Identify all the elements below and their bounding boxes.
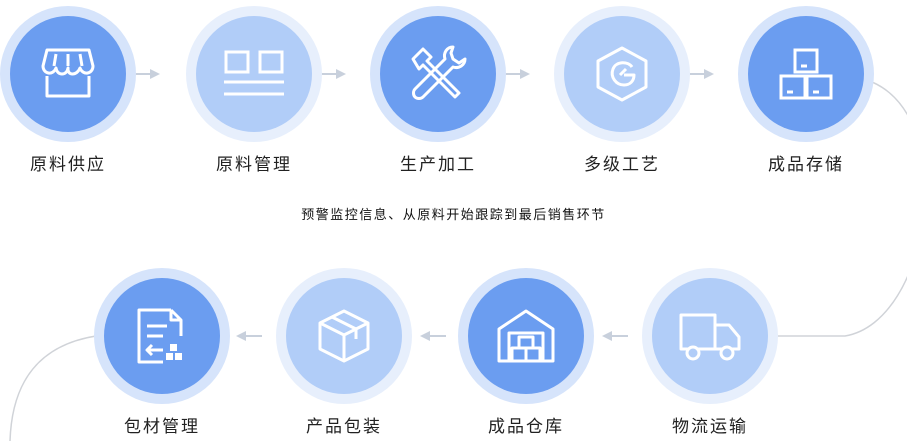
- step-label-3: 生产加工: [400, 155, 476, 175]
- arrow-right-4: [688, 69, 714, 79]
- grid-list-icon: [224, 50, 284, 96]
- step-label-2: 原料管理: [216, 155, 292, 175]
- step-packaging-material-management: [92, 266, 232, 406]
- step-raw-material-management: [184, 4, 324, 144]
- flow-curve-right: [770, 81, 907, 337]
- arrow-left-2: [420, 331, 446, 341]
- storefront-icon: [41, 48, 95, 98]
- hammer-wrench-icon: [411, 45, 467, 100]
- step-label-9: 包材管理: [124, 417, 200, 437]
- flow-caption: 预警监控信息、从原料开始跟踪到最后销售环节: [301, 208, 606, 223]
- step-label-4: 多级工艺: [584, 155, 660, 175]
- document-list-icon: [137, 308, 183, 364]
- arrow-right-1: [134, 69, 160, 79]
- stacked-boxes-icon: [779, 48, 833, 100]
- arrow-left-1: [602, 331, 628, 341]
- step-multilevel-process: [552, 4, 692, 144]
- step-label-5: 成品存储: [768, 155, 844, 175]
- arrow-right-3: [504, 69, 530, 79]
- step-label-1: 原料供应: [30, 155, 106, 175]
- step-finished-warehouse: [456, 266, 596, 406]
- step-raw-material-supply: [0, 4, 138, 144]
- step-label-8: 产品包装: [306, 417, 382, 437]
- arrow-left-3: [236, 331, 262, 341]
- step-finished-storage: [736, 4, 876, 144]
- hexagon-logo-icon: [596, 46, 648, 102]
- step-label-6: 物流运输: [672, 417, 748, 437]
- step-logistics: [640, 266, 780, 406]
- warehouse-icon: [497, 309, 555, 363]
- arrow-right-2: [320, 69, 346, 79]
- truck-icon: [679, 313, 741, 361]
- package-box-icon: [318, 309, 370, 363]
- step-production: [368, 4, 508, 144]
- step-label-7: 成品仓库: [488, 417, 564, 437]
- step-product-packaging: [274, 266, 414, 406]
- flow-curve-left: [9, 335, 97, 441]
